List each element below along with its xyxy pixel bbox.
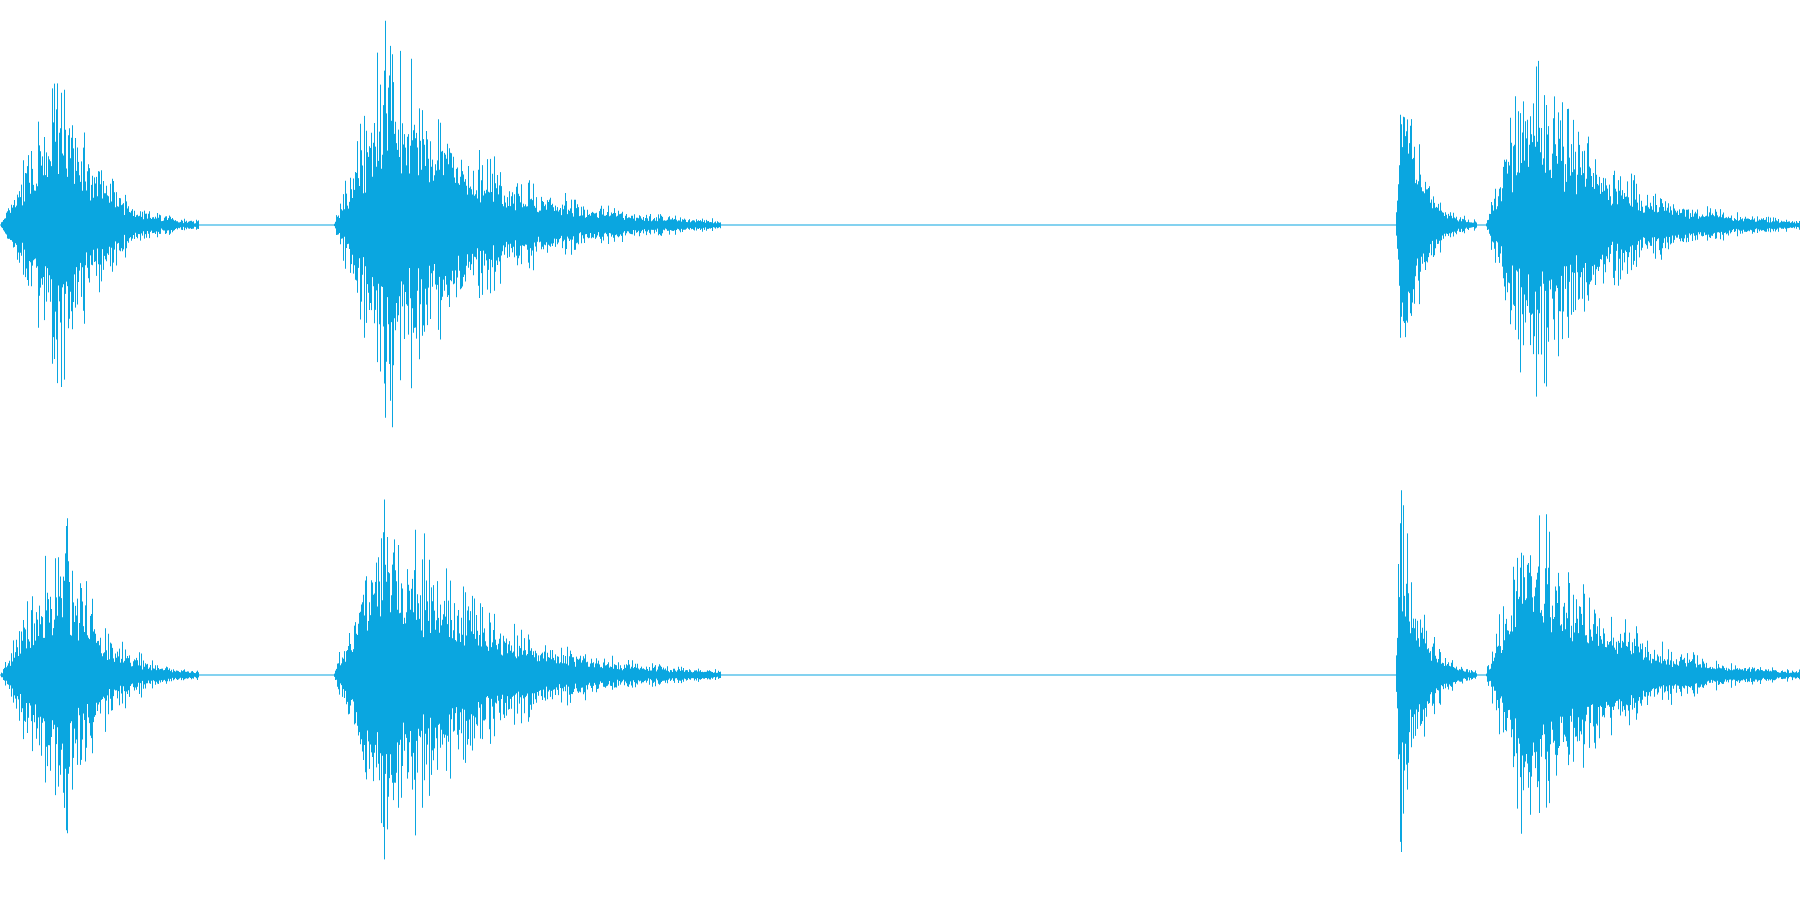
waveform-trace <box>1 490 1800 860</box>
channel-left-waveform <box>0 20 1800 428</box>
channel-right-waveform <box>0 490 1800 860</box>
waveform-trace <box>1 20 1800 428</box>
